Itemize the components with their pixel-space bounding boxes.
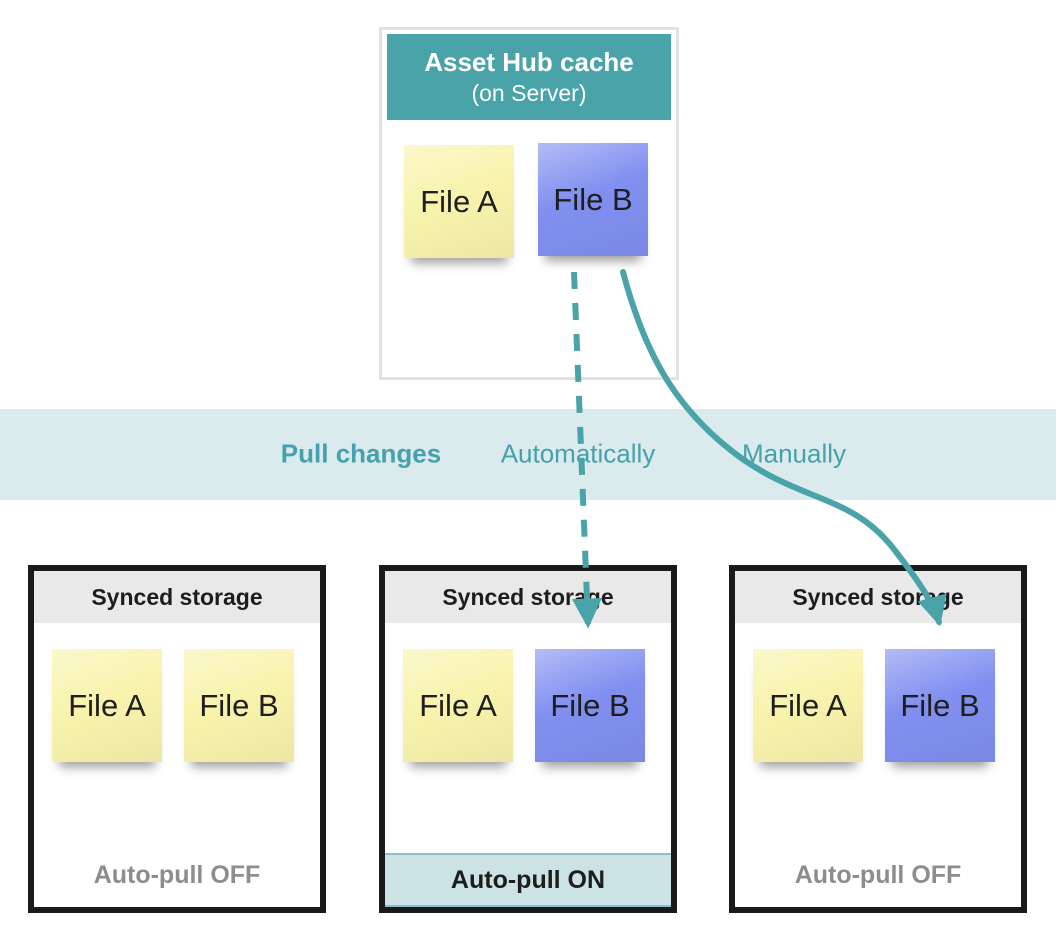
synced-storage-box-right: Synced storage File A File B Auto-pull O… [729, 565, 1027, 913]
file-label: File A [419, 687, 497, 723]
pull-option-manually: Manually [741, 437, 847, 468]
storage-right-file-b-note: File B [885, 649, 995, 762]
asset-hub-cache-box: Asset Hub cache (on Server) File A File … [379, 27, 679, 380]
server-file-a-note: File A [404, 145, 514, 258]
synced-storage-header: Synced storage [735, 571, 1021, 623]
file-label: File B [553, 181, 633, 217]
file-label: File B [199, 687, 279, 723]
pull-changes-label: Pull changes [280, 437, 442, 468]
asset-hub-cache-title: Asset Hub cache [424, 47, 634, 78]
storage-right-file-a-note: File A [753, 649, 863, 762]
storage-left-file-a-note: File A [52, 649, 162, 762]
file-label: File B [550, 687, 630, 723]
storage-middle-file-a-note: File A [403, 649, 513, 762]
pull-changes-band: Pull changes Automatically Manually [0, 409, 1056, 500]
file-label: File B [900, 687, 980, 723]
asset-hub-cache-subtitle: (on Server) [471, 79, 587, 106]
file-label: File A [68, 687, 146, 723]
synced-storage-box-middle: Synced storage File A File B Auto-pull O… [379, 565, 677, 913]
auto-pull-status-left: Auto-pull OFF [93, 860, 261, 889]
server-file-b-note: File B [538, 143, 648, 256]
storage-left-file-b-note: File B [184, 649, 294, 762]
synced-storage-header: Synced storage [34, 571, 320, 623]
file-label: File A [769, 687, 847, 723]
pull-option-automatically: Automatically [500, 437, 656, 468]
synced-storage-box-left: Synced storage File A File B Auto-pull O… [28, 565, 326, 913]
auto-pull-status-right: Auto-pull OFF [794, 860, 962, 889]
synced-storage-header: Synced storage [385, 571, 671, 623]
asset-hub-cache-header: Asset Hub cache (on Server) [387, 34, 671, 120]
file-label: File A [420, 183, 498, 219]
auto-pull-status-middle: Auto-pull ON [385, 853, 671, 907]
storage-middle-file-b-note: File B [535, 649, 645, 762]
